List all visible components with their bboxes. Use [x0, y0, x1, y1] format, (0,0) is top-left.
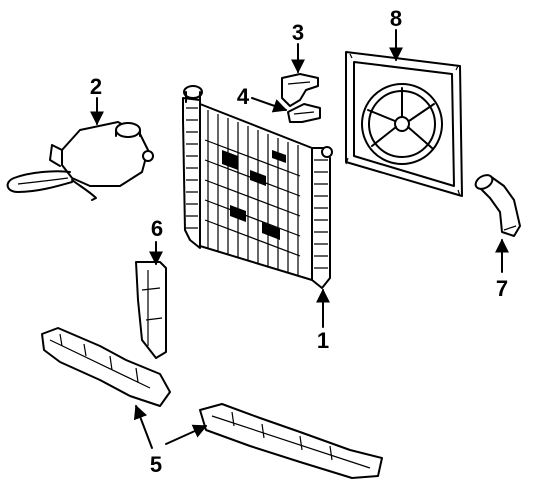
callout-3: 3 [292, 20, 304, 45]
radiator [182, 85, 333, 289]
callout-7: 7 [496, 276, 508, 301]
callout-1: 1 [317, 328, 329, 353]
callout-8: 8 [390, 6, 402, 31]
leader-5a [133, 404, 153, 449]
callout-2: 2 [90, 74, 102, 99]
upper-insulator [281, 73, 319, 107]
lower-support-brackets [41, 327, 383, 479]
lower-insulator [287, 103, 321, 123]
side-baffle [135, 261, 167, 359]
coolant-reservoir [6, 121, 154, 201]
leader-4 [251, 97, 288, 113]
lower-hose [474, 174, 521, 237]
leader-5b [165, 424, 208, 445]
leader-lines [90, 29, 509, 449]
fan-shroud [345, 51, 463, 197]
callout-4: 4 [237, 84, 250, 109]
callout-5: 5 [150, 452, 162, 477]
callout-labels: 1 2 3 4 5 6 7 8 [90, 6, 508, 477]
callout-6: 6 [151, 216, 163, 241]
